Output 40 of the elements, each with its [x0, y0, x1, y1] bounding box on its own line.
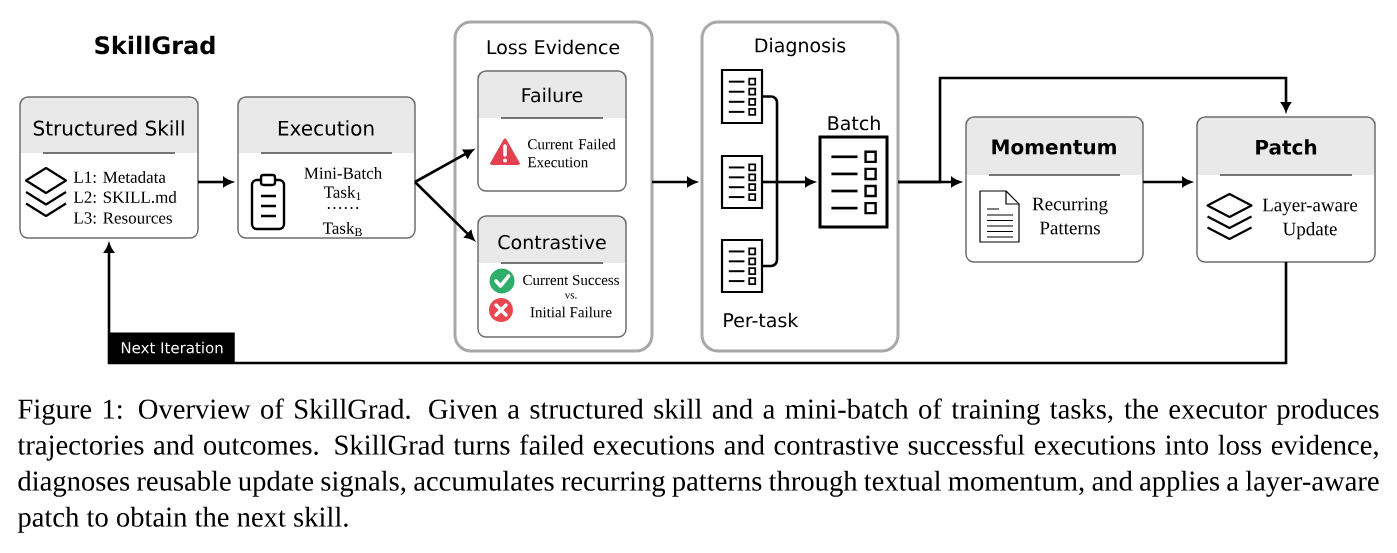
body-text: …… [327, 207, 359, 209]
body-text: Recurring Patterns [1032, 197, 1108, 235]
body-text: Initial Failure [530, 306, 612, 318]
arrow [104, 243, 1288, 365]
arrow [414, 181, 475, 241]
checklist-document [720, 238, 764, 294]
arrow [898, 76, 1291, 184]
arrow [198, 177, 233, 187]
body-text: Task$_{1}$ [323, 185, 361, 201]
box-heading: Momentum [992, 139, 1116, 155]
body-text: Current Success [523, 275, 619, 286]
checklist-document [720, 68, 764, 125]
arrow [414, 149, 474, 184]
body-text: Layer-aware Update [1262, 198, 1358, 240]
connector-line [762, 180, 777, 184]
box-heading: Contrastive [498, 234, 606, 250]
box-heading: Patch [1256, 139, 1317, 155]
box-heading: Execution [278, 120, 374, 136]
body-text: Current Failed Execution [527, 138, 616, 168]
group-heading: Loss Evidence [487, 39, 620, 55]
arrow [652, 177, 697, 187]
arrow [1143, 177, 1192, 187]
connector-line [762, 95, 779, 182]
group-label: Per-task [724, 312, 799, 328]
body-text: L1: Metadata [73, 171, 166, 184]
edge-label: Next Iteration [109, 332, 235, 363]
box-heading: Structured Skill [33, 120, 184, 136]
body-text: Task$_{B}$ [322, 221, 362, 237]
body-text: L2: SKILL.md [73, 191, 177, 204]
title: SkillGrad [95, 35, 215, 55]
connector-line [762, 182, 779, 268]
caption: Figure 1: Overview of SkillGrad. Given a structured skill and a mini-batch of training tasks, the executor produces trajectories and outcomes. SkillGrad turns failed executions and contrastive successful executions into loss evidence, diagnoses reusable update signals, accumulates recurring patterns through textual momentum, and applies a layer-aware patch to obtain the next skill. [17, 398, 1379, 533]
checklist-document [720, 154, 764, 210]
body-text: vs. [564, 293, 577, 299]
arrow [777, 177, 815, 187]
body-text: L3: Resources [73, 212, 172, 224]
box-heading: Failure [522, 87, 583, 103]
body-text: Mini-Batch [304, 167, 382, 179]
heading-text: Batch [828, 115, 880, 131]
group-heading: Diagnosis [755, 37, 846, 57]
